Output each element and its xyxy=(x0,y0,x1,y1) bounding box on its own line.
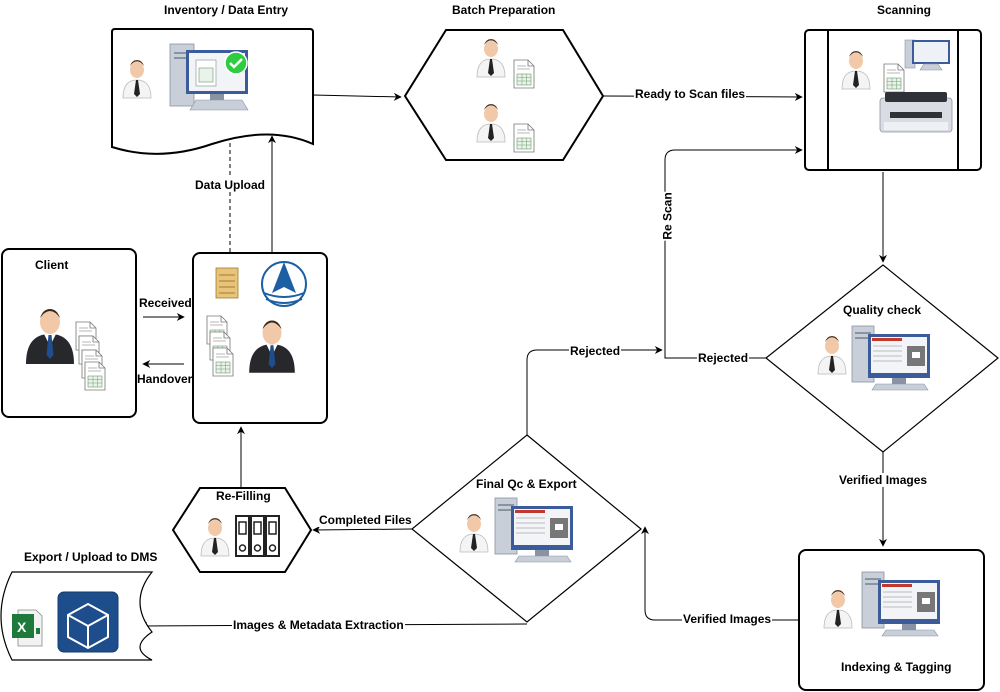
edge-inventory-to-batch xyxy=(312,92,402,101)
edge-label-data-upload: Data Upload xyxy=(194,178,267,192)
node-inventory xyxy=(111,28,314,155)
label-indexing: Indexing & Tagging xyxy=(841,660,952,674)
cube-icon xyxy=(57,591,119,653)
document-icon xyxy=(513,59,535,89)
label-batch: Batch Preparation xyxy=(452,3,556,17)
edge-rescan-to-scanning xyxy=(664,146,803,359)
edge-label-handover: Handover xyxy=(137,372,193,386)
node-central-hub xyxy=(192,252,328,424)
edge-label-rejected-right: Rejected xyxy=(697,351,750,365)
label-scanning: Scanning xyxy=(877,3,932,17)
label-client: Client xyxy=(35,258,69,272)
binder-icon xyxy=(235,515,280,557)
node-quality xyxy=(765,264,999,453)
edge-label-rejected-left: Rejected xyxy=(569,344,622,358)
logo-icon xyxy=(261,261,307,307)
document-icon xyxy=(215,267,239,299)
document-icon xyxy=(513,123,535,153)
excel-icon: X xyxy=(12,609,43,647)
document-icon xyxy=(883,63,905,93)
node-refilling xyxy=(171,487,313,573)
node-indexing xyxy=(798,549,985,691)
checkmark-icon xyxy=(224,51,248,75)
node-final-qc xyxy=(411,434,642,623)
edge-label-ready-to-scan: Ready to Scan files xyxy=(634,87,747,101)
node-batch xyxy=(403,29,605,161)
edge-label-verified-down: Verified Images xyxy=(838,473,929,487)
edge-label-images-metadata: Images & Metadata Extraction xyxy=(232,618,405,632)
edge-label-verified-left: Verified Images xyxy=(682,612,773,626)
label-refilling: Re-Filling xyxy=(216,489,271,503)
computer-icon xyxy=(169,43,249,111)
label-quality: Quality check xyxy=(843,303,922,317)
label-inventory: Inventory / Data Entry xyxy=(164,3,289,17)
scanner-icon xyxy=(879,92,953,133)
edge-label-rescan: Re Scan xyxy=(660,191,675,241)
node-export: X xyxy=(0,571,154,661)
label-export: Export / Upload to DMS xyxy=(24,550,158,564)
node-client xyxy=(1,248,137,418)
edge-indexing-to-final xyxy=(641,526,798,621)
node-scanning xyxy=(804,29,982,171)
edge-label-completed-files: Completed Files xyxy=(318,513,413,527)
svg-text:X: X xyxy=(17,619,27,635)
edge-label-received: Received xyxy=(139,296,192,310)
monitor-icon xyxy=(904,39,950,71)
edge-final-to-refilling xyxy=(312,525,413,534)
label-final-qc: Final Qc & Export xyxy=(476,477,577,491)
edge-final-rejected xyxy=(526,346,663,435)
